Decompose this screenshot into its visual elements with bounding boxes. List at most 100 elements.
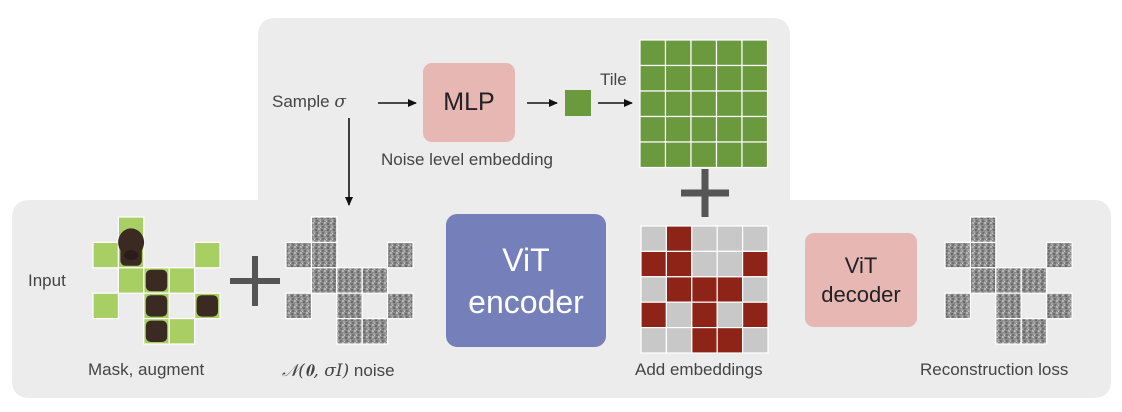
reconstruction-patch [969, 267, 997, 294]
reconstruction-patch [1020, 318, 1048, 345]
dog-fragment [196, 295, 218, 317]
visible-embedding-cell [640, 250, 667, 278]
input-patch [194, 241, 221, 269]
tile-cell [741, 90, 769, 118]
tile-cell [664, 39, 692, 67]
visible-embedding-cell [691, 276, 718, 303]
reconstruction-patch [1045, 292, 1073, 320]
visible-embedding-cell [665, 225, 693, 252]
tile-cell [741, 39, 769, 67]
noise-level-embedding-label: Noise level embedding [381, 150, 553, 169]
tile-cell [690, 141, 718, 169]
noise-embedding-square [565, 90, 591, 116]
tile-cell [690, 115, 718, 143]
masked-embedding-cell [640, 327, 667, 354]
input-patch [92, 241, 119, 269]
plus-sign-input-noise [230, 256, 280, 306]
sample-label: Sample [272, 92, 330, 111]
noise-patch [387, 292, 414, 320]
tile-cell [639, 64, 667, 92]
noise-patch [310, 216, 338, 243]
reconstruction-patch [995, 318, 1022, 345]
visible-embedding-cell [691, 301, 718, 329]
noise-word: noise [353, 361, 395, 380]
plus-sign-embeddings [681, 169, 729, 217]
visible-embedding-cell [716, 327, 744, 354]
reconstruction-patch [944, 241, 971, 269]
tile-cell [741, 64, 769, 92]
tile-cell [715, 115, 743, 143]
tile-cell [715, 90, 743, 118]
vit-encoder-box: ViT encoder [446, 214, 606, 347]
masked-embedding-cell [665, 301, 693, 329]
reconstruction-patch [969, 241, 997, 269]
masked-embedding-cell [741, 225, 769, 252]
tile-cell [715, 39, 743, 67]
noise-patch [310, 267, 338, 294]
sigma-symbol: σ [334, 92, 346, 112]
vit-decoder-line2: decoder [821, 282, 901, 307]
tile-cell [639, 141, 667, 169]
masked-embedding-cell [640, 276, 667, 303]
plus-vertical [252, 256, 258, 306]
tile-cell [741, 115, 769, 143]
masked-embedding-cell [741, 276, 769, 303]
input-patch [168, 318, 196, 345]
tile-cell [664, 90, 692, 118]
mlp-box: MLP [423, 63, 515, 142]
input-patch [92, 292, 119, 320]
tile-cell [664, 141, 692, 169]
embedding-square [565, 90, 591, 116]
noise-patch [336, 292, 363, 320]
masked-embedding-cell [716, 301, 744, 329]
tile-cell [664, 64, 692, 92]
visible-embedding-cell [741, 301, 769, 329]
input-label: Input [28, 271, 66, 290]
noise-patch [361, 318, 389, 345]
add-embeddings-grid [640, 225, 769, 354]
reconstruction-patches [944, 216, 1073, 345]
visible-embedding-cell [665, 250, 693, 278]
masked-embedding-cell [741, 327, 769, 354]
tile-cell [741, 141, 769, 169]
dog-head [118, 228, 145, 257]
visible-embedding-cell [741, 250, 769, 278]
tile-cell [715, 64, 743, 92]
masked-embedding-cell [691, 225, 718, 252]
vit-decoder-line1: ViT [844, 253, 878, 278]
tile-label: Tile [600, 70, 627, 89]
mask-augment-label: Mask, augment [88, 360, 205, 379]
tile-cell [639, 39, 667, 67]
sample-sigma-label: Sample σ [272, 92, 346, 112]
visible-embedding-cell [716, 276, 744, 303]
dog-fragment [145, 269, 168, 292]
noise-patch [361, 267, 389, 294]
noise-patch [336, 318, 363, 345]
tile-cell [664, 115, 692, 143]
add-embeddings-label: Add embeddings [635, 360, 763, 379]
noise-caption: 𝒩(𝟎, σI) noise [282, 361, 395, 381]
plus-vertical [701, 169, 709, 217]
visible-embedding-cell [691, 327, 718, 354]
reconstruction-patch [969, 216, 997, 243]
noise-patch [285, 292, 312, 320]
reconstruction-loss-label: Reconstruction loss [920, 360, 1069, 379]
tiled-embedding-grid [639, 39, 769, 169]
input-image-patches [92, 216, 221, 345]
reconstruction-patch [1045, 241, 1073, 269]
masked-embedding-cell [665, 327, 693, 354]
reconstruction-patch [995, 292, 1022, 320]
dog-fragment [145, 295, 168, 317]
reconstruction-patch [995, 267, 1022, 294]
masked-embedding-cell [716, 225, 744, 252]
tile-cell [715, 141, 743, 169]
vit-encoder-line1: ViT [502, 241, 550, 278]
tile-cell [639, 90, 667, 118]
mlp-label: MLP [443, 88, 495, 116]
reconstruction-patch [1020, 267, 1048, 294]
visible-embedding-cell [640, 301, 667, 329]
visible-embedding-cell [665, 276, 693, 303]
dog-snout [124, 250, 139, 261]
vit-encoder-line2: encoder [468, 283, 584, 320]
